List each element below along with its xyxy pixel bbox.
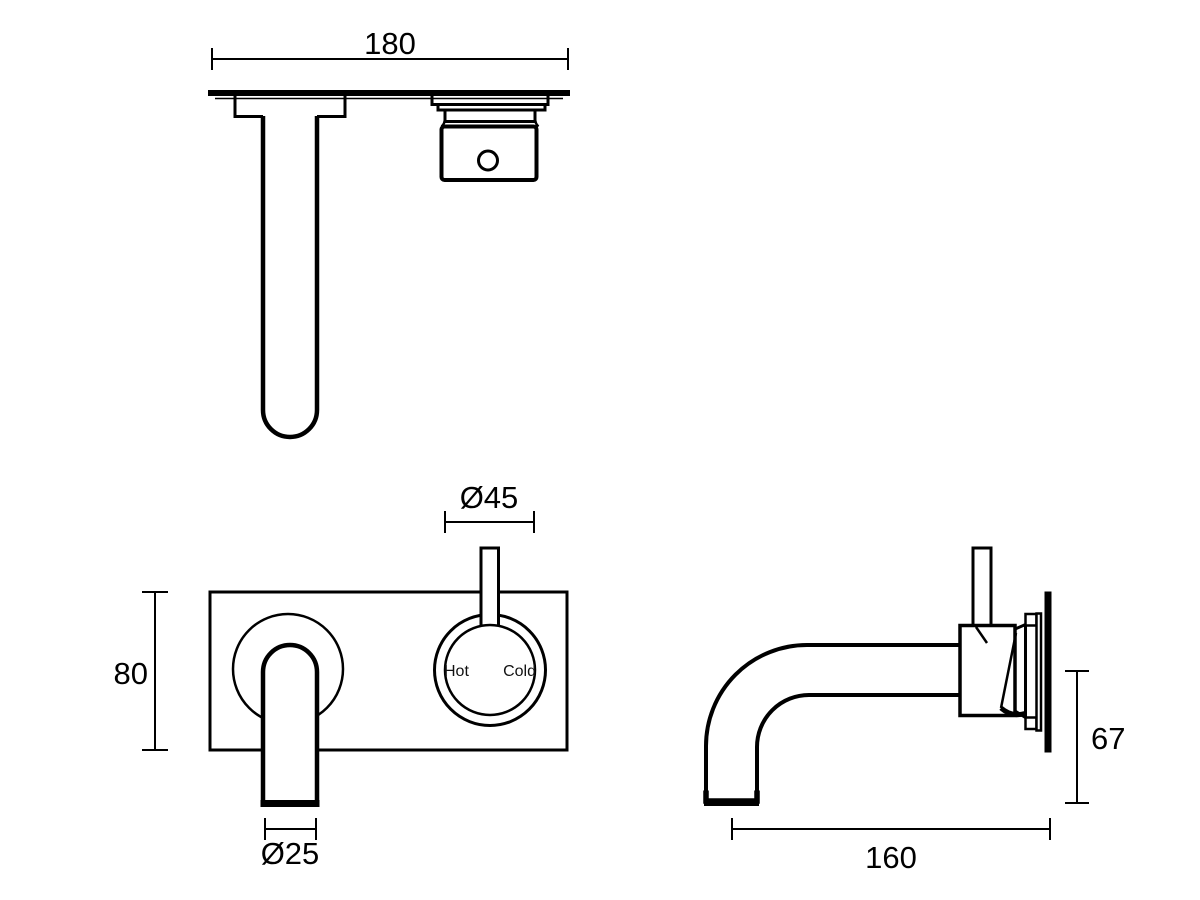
dim-spout-reach-label: 160	[865, 840, 917, 875]
handle-flange-step3-plan	[443, 110, 537, 123]
handle-screw-hole	[477, 149, 499, 172]
spout-tube-side	[704, 643, 962, 806]
dim-spout-diameter: Ø25	[261, 818, 320, 871]
cold-marking: Cold	[503, 663, 536, 680]
plan-view: 180	[208, 26, 570, 440]
escutcheon-step-bottom-side	[1024, 716, 1038, 731]
dim-handle-diameter-label: Ø45	[460, 480, 519, 515]
dim-spout-diameter-label: Ø25	[261, 836, 320, 871]
dim-spout-reach: 160	[731, 818, 1051, 875]
front-view: Ø45 80 Hot Cold Ø25	[114, 480, 569, 871]
handle-lever-side	[971, 546, 993, 629]
handle-body-side	[958, 623, 1017, 718]
handle-assembly-plan	[430, 96, 550, 182]
handle-face-front	[443, 623, 537, 717]
handle-flange-step1-plan	[430, 96, 550, 106]
spout-escutcheon-plan	[233, 96, 347, 118]
cone-base-curve-side	[999, 706, 1026, 718]
hot-marking: Hot	[444, 663, 469, 680]
spout-tube-plan	[260, 116, 320, 440]
handle-neck-right-plan	[533, 116, 540, 128]
spout-tube-front	[260, 642, 320, 804]
dim-handle-diameter: Ø45	[444, 480, 535, 533]
escutcheon-step-top-side	[1024, 612, 1038, 627]
escutcheon-disc-side	[1035, 612, 1043, 732]
dim-spout-drop-label: 67	[1091, 721, 1125, 756]
dim-spout-drop: 67	[1065, 670, 1125, 804]
dim-plate-height: 80	[114, 591, 168, 751]
cone-taper-line-side	[999, 632, 1018, 709]
lever-joint-line-side	[974, 626, 989, 644]
dim-plate-width: 180	[211, 26, 569, 70]
handle-lever-front	[479, 546, 500, 628]
handle-flange-step2-plan	[436, 104, 547, 112]
wall-plate-side	[1044, 591, 1052, 753]
spout-outlet-rim-side	[703, 790, 760, 804]
dim-plate-height-label: 80	[114, 656, 148, 691]
dim-plate-width-label: 180	[364, 26, 416, 61]
side-view: 160 67	[703, 546, 1125, 875]
